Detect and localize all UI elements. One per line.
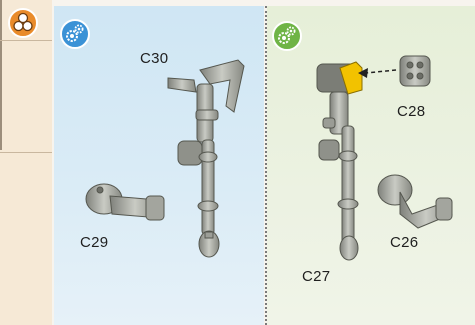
part-c29 [86,184,164,220]
part-c26 [378,175,452,228]
part-c27 [317,62,362,260]
part-label-c26: C26 [390,234,418,251]
part-c28 [400,56,430,86]
part-label-c30: C30 [140,50,168,67]
assembly-arrow [358,68,396,78]
part-c30 [168,60,244,257]
part-label-c29: C29 [80,234,108,251]
part-label-c27: C27 [302,268,330,285]
part-label-c28: C28 [397,103,425,120]
